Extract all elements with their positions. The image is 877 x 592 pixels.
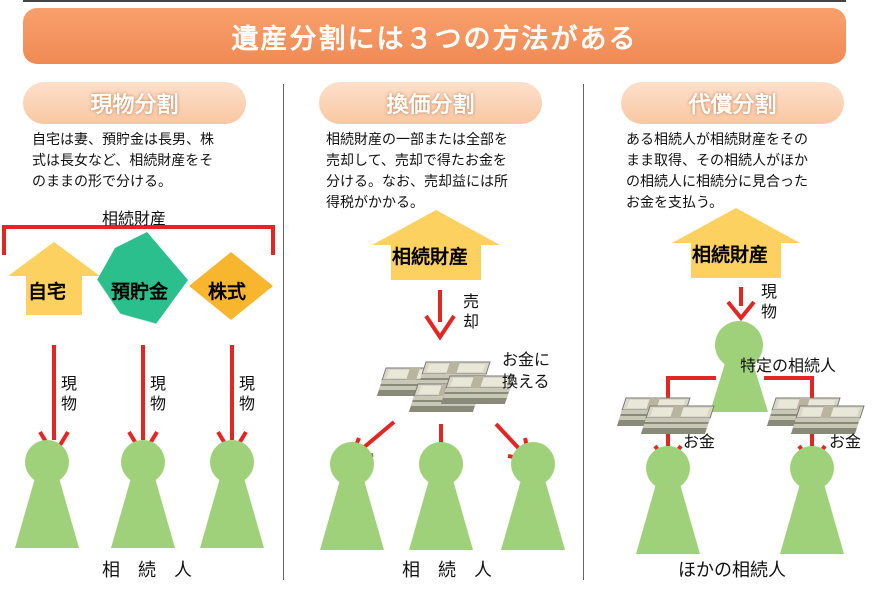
desc-line: ある相続人が相続財産をその (626, 132, 808, 148)
specific-heir-label: 特定の相続人 (740, 356, 837, 375)
bottom-label-heirs: 相 続 人 (102, 560, 192, 581)
money-icon (376, 361, 515, 413)
asset-label-stock: 株式 (208, 281, 247, 303)
asset-shape-kanka (372, 210, 500, 280)
asset-stock-shape (189, 252, 273, 320)
heir-icon (320, 442, 384, 550)
group-label: 相続財産 (102, 209, 167, 228)
heir-icon (636, 446, 700, 554)
asset-label-daisho: 相続財産 (692, 244, 769, 266)
asset-savings-shape (96, 232, 188, 325)
desc-line: の相続人に相続分に見合った (626, 174, 808, 190)
desc-genbutsu: 自宅は妻、預貯金は長男、株 式は長女など、相続財産をそ のままの形で分ける。 (32, 130, 272, 193)
heir-icon (780, 446, 844, 554)
separator-right (583, 84, 584, 580)
separator-left (283, 84, 284, 580)
arrow-label: 現物 (149, 374, 166, 413)
asset-label-savings: 預貯金 (111, 281, 169, 303)
arrow-label: 現物 (238, 374, 255, 413)
page-title: 遺産分割には３つの方法がある (23, 8, 846, 64)
bottom-label-other-heirs: ほかの相続人 (678, 560, 786, 581)
arrow-daisho-down (726, 287, 756, 322)
arrow-label: 現物 (760, 282, 777, 321)
specific-heir-icon (710, 321, 768, 412)
money-label: お金 (683, 432, 716, 451)
heir-icon (111, 440, 175, 548)
desc-kanka: 相続財産の一部または全部を 売却して、売却で得たお金を 分ける。なお、売却益には… (326, 130, 566, 214)
heading-genbutsu: 現物分割 (23, 82, 246, 124)
heir-icon (409, 442, 473, 550)
arrow-label-sell: 売却 (462, 292, 479, 331)
arrow-label: 現物 (60, 374, 77, 413)
desc-line: 自宅は妻、預貯金は長男、株 (32, 132, 214, 148)
desc-daisho: ある相続人が相続財産をその まま取得、その相続人がほか の相続人に相続分に見合っ… (626, 130, 866, 214)
desc-line: 相続財産の一部または全部を (326, 132, 508, 148)
heading-daisho: 代償分割 (621, 82, 844, 124)
heir-icon (15, 440, 79, 548)
desc-line: のままの形で分ける。 (32, 174, 172, 190)
desc-line: 売却して、売却で得たお金を (326, 153, 507, 169)
top-rule (23, 0, 846, 2)
asset-shape-daisho (672, 208, 800, 278)
bracket-line (2, 225, 275, 255)
desc-line: 分ける。なお、売却益には所 (326, 174, 508, 190)
desc-line: まま取得、その相続人がほか (626, 153, 808, 169)
asset-house-shape (8, 242, 100, 315)
heir-icon (200, 440, 264, 548)
desc-line: お金を支払う。 (626, 195, 724, 211)
desc-line: 得税がかかる。 (326, 195, 424, 211)
arrow-kanka-down (424, 290, 456, 341)
money-label-line: お金に (502, 350, 551, 369)
heading-kanka: 換価分割 (319, 82, 542, 124)
asset-label-house: 自宅 (28, 281, 67, 303)
money-label: お金に 換える (502, 349, 550, 393)
money-label-line: 換える (502, 372, 550, 391)
desc-line: 式は長女など、相続財産をそ (32, 153, 214, 169)
asset-label-kanka: 相続財産 (392, 246, 469, 268)
money-label: お金 (829, 432, 862, 451)
bottom-label-heirs: 相 続 人 (402, 560, 492, 581)
